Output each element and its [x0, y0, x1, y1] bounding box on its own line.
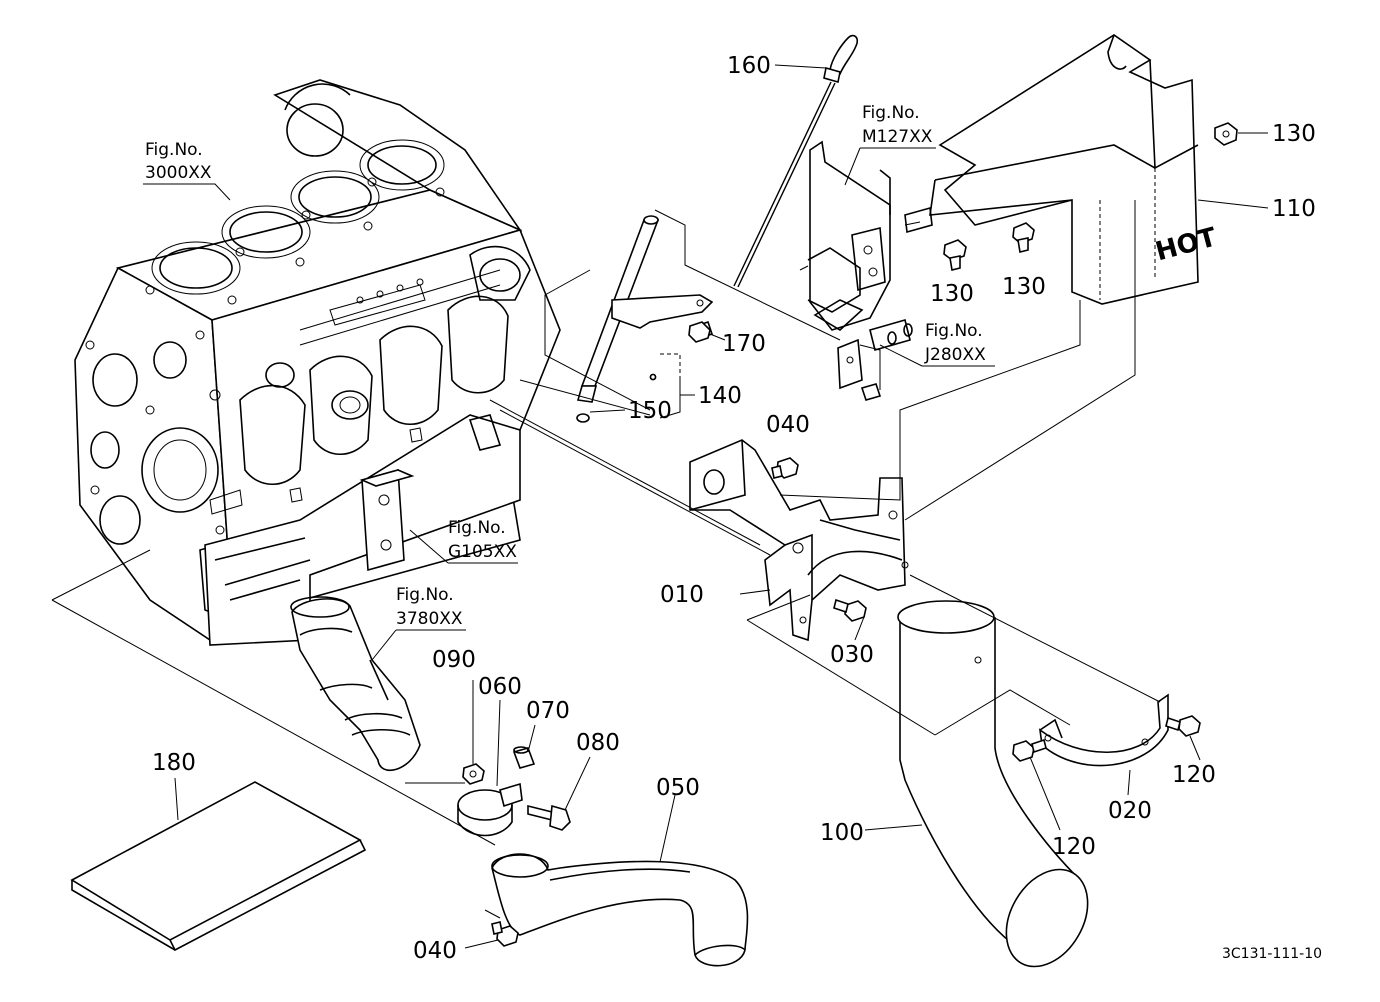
part-label-100: 100	[820, 820, 864, 846]
part-label-120-left: 120	[1052, 834, 1096, 860]
bolt-icons	[462, 122, 1238, 947]
guide-pipe-drawing	[576, 215, 714, 423]
part-label-040-upper: 040	[766, 412, 810, 438]
part-label-050: 050	[656, 775, 700, 801]
part-label-120-right: 120	[1172, 762, 1216, 788]
part-label-060: 060	[478, 674, 522, 700]
fig-ref-m127-line2: M127XX	[862, 127, 933, 147]
part-label-070: 070	[526, 698, 570, 724]
bolt-030-icon	[833, 598, 867, 622]
part-label-040-lower: 040	[413, 938, 457, 964]
label-leader-lines	[143, 64, 1269, 949]
elbow-pipe-drawing	[491, 853, 749, 967]
bolt-120-left-icon	[1012, 738, 1047, 762]
heat-shield-drawing: HOT	[904, 34, 1220, 305]
upper-bracket-drawing	[799, 140, 891, 331]
part-label-170: 170	[722, 331, 766, 357]
mount-bracket-drawing	[689, 439, 909, 642]
pipe-band-drawing	[1038, 693, 1169, 767]
part-number-labels: 160 130 110 130 130 170 140 150 040 010 …	[152, 53, 1316, 964]
part-label-150: 150	[628, 398, 672, 424]
hose-clamp-drawing	[457, 782, 523, 837]
fig-ref-3780-line1: Fig.No.	[396, 585, 454, 605]
fig-ref-m127-line1: Fig.No.	[862, 103, 920, 123]
bolt-040-upper-icon	[771, 457, 799, 479]
dipstick-drawing	[733, 34, 859, 288]
part-label-080: 080	[576, 730, 620, 756]
bolt-130-middle-icon	[1012, 222, 1035, 253]
manual-booklet-drawing	[70, 781, 367, 952]
spacer-070-icon	[512, 746, 536, 769]
part-label-180: 180	[152, 750, 196, 776]
bolt-040-lower-icon	[491, 921, 519, 947]
bolt-120-right-icon	[1165, 715, 1201, 737]
bolt-130-left-icon	[943, 239, 967, 271]
fig-ref-j280-line1: Fig.No.	[925, 321, 983, 341]
fig-ref-g105-line1: Fig.No.	[448, 518, 506, 538]
exhaust-pipe-drawing	[897, 600, 1089, 968]
part-label-140: 140	[698, 383, 742, 409]
lower-bracket-drawing	[837, 319, 913, 401]
part-label-130-left: 130	[930, 281, 974, 307]
engine-block-drawing	[74, 79, 561, 646]
part-label-010: 010	[660, 582, 704, 608]
fig-ref-3000-line2: 3000XX	[145, 163, 212, 183]
part-label-110: 110	[1272, 196, 1316, 222]
nut-090-icon	[462, 763, 485, 785]
part-label-160: 160	[727, 53, 771, 79]
fig-ref-g105-line2: G105XX	[448, 542, 517, 562]
fig-ref-j280-line2: J280XX	[924, 345, 986, 365]
assembly-lines	[51, 200, 1161, 919]
part-label-130-top: 130	[1272, 121, 1316, 147]
intake-hose-drawing	[290, 596, 421, 771]
bolt-080-icon	[527, 804, 571, 831]
nut-130-icon	[1214, 122, 1238, 146]
drawing-code: 3C131-111-10	[1222, 946, 1322, 962]
part-label-130-middle: 130	[1002, 274, 1046, 300]
fig-ref-3000-line1: Fig.No.	[145, 140, 203, 160]
part-label-030: 030	[830, 642, 874, 668]
bolt-170-icon	[688, 321, 711, 343]
part-label-090: 090	[432, 647, 476, 673]
fig-ref-3780-line2: 3780XX	[396, 609, 463, 629]
part-label-020: 020	[1108, 798, 1152, 824]
figure-references: Fig.No. 3000XX Fig.No. M127XX Fig.No. J2…	[145, 103, 986, 629]
